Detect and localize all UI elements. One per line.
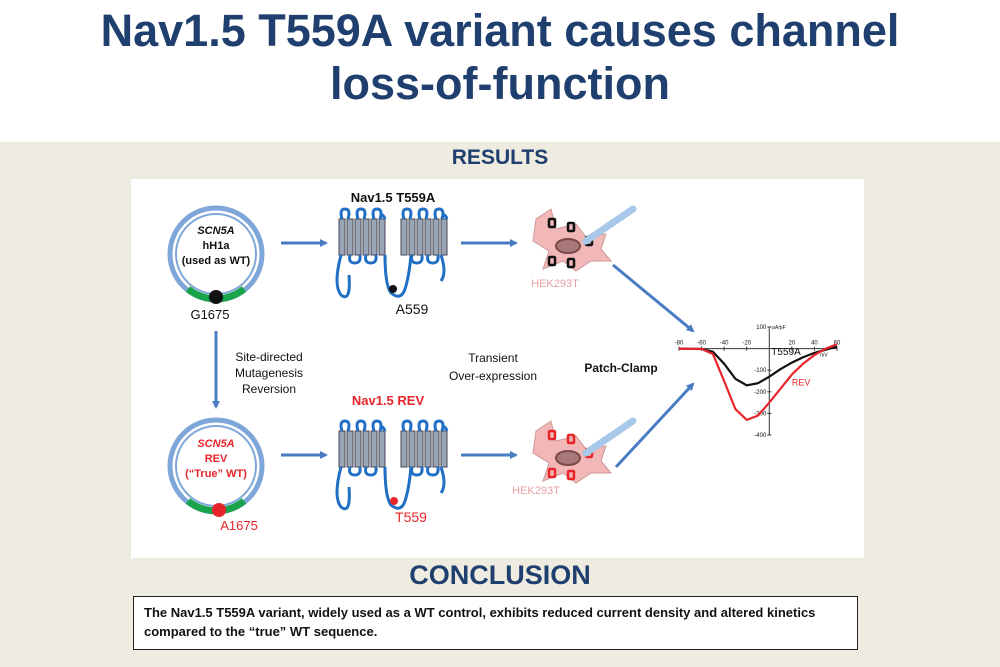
iv-y-tick-label: -400 (754, 433, 767, 439)
arrow-cell-top-to-plot (612, 263, 695, 333)
conclusion-box: The Nav1.5 T559A variant, widely used as… (133, 596, 858, 650)
iv-y-tick-label: 100 (756, 325, 767, 331)
plasmid-bottom-site-dot (212, 503, 226, 517)
title-line-1: Nav1.5 T559A variant causes channel (100, 5, 900, 56)
iv-y-tick-label: -200 (754, 390, 767, 396)
iv-series-t559a (678, 345, 838, 387)
conclusion-heading: CONCLUSION (409, 560, 591, 590)
iv-x-tick-label: -80 (675, 341, 684, 347)
cell-top-label: HEK293T (531, 278, 579, 290)
pipette-top (582, 205, 637, 245)
plasmid-top-gene: SCN5A (197, 225, 234, 237)
iv-x-tick-label: 60 (834, 341, 841, 347)
iv-x-tick-label: -40 (720, 341, 729, 347)
cell-bottom-nucleus (555, 450, 581, 466)
results-heading: RESULTS (451, 146, 549, 169)
channel-top-site: A559 (396, 301, 429, 317)
cell-bottom: HEK293T (512, 417, 637, 497)
patch-clamp-label: Patch-Clamp (584, 361, 657, 375)
channel-top-label: Nav1.5 T559A (351, 190, 436, 205)
iv-x-tick-label: -60 (697, 341, 706, 347)
iv-legend-t559a: T559A (771, 347, 801, 358)
plasmid-bottom: SCN5A REV (“True” WT) A1675 (167, 417, 265, 533)
channel-top: Nav1.5 T559A A559 (335, 190, 449, 317)
conclusion-text: The Nav1.5 T559A variant, widely used as… (144, 605, 816, 639)
plasmid-top-line3: (used as WT) (182, 255, 251, 267)
plasmid-bottom-line2: REV (205, 453, 228, 465)
iv-y-tick-label: -100 (754, 368, 767, 374)
cell-top: HEK293T (531, 205, 637, 290)
cell-top-nucleus (555, 238, 581, 254)
expression-line2: Over-expression (449, 369, 537, 383)
workflow-diagram: SCN5A hH1a (used as WT) G1675 SCN5A REV … (167, 190, 841, 533)
iv-plot: -80 -60 -40 -20 20 40 60 100 -100 -200 -300 -400 pA/… (675, 325, 841, 439)
channel-bottom-label: Nav1.5 REV (352, 393, 425, 408)
plasmid-top: SCN5A hH1a (used as WT) G1675 (167, 205, 265, 322)
mutagenesis-line1: Site-directed (235, 350, 302, 364)
channel-top-site-dot (389, 285, 397, 293)
title-line-2: loss-of-function (330, 58, 670, 109)
plasmid-bottom-gene: SCN5A (197, 438, 234, 450)
plasmid-bottom-site: A1675 (220, 518, 258, 533)
channel-bottom: Nav1.5 REV T559 (335, 393, 449, 525)
iv-x-axis-label: mV (820, 353, 828, 359)
plasmid-top-site: G1675 (190, 307, 229, 322)
mutagenesis-line3: Reversion (242, 382, 296, 396)
iv-y-axis-label: pA/pF (772, 325, 785, 331)
channel-bottom-site: T559 (395, 509, 427, 525)
iv-series-rev (678, 343, 838, 422)
plasmid-top-line2: hH1a (203, 240, 231, 252)
mutagenesis-line2: Mutagenesis (235, 366, 303, 380)
iv-x-tick-label: 20 (789, 341, 796, 347)
iv-x-tick-label: -20 (742, 341, 751, 347)
expression-line1: Transient (468, 351, 518, 365)
iv-x-tick-label: 40 (811, 341, 818, 347)
iv-y-tick-label: -300 (754, 411, 767, 417)
iv-legend-rev: REV (792, 377, 811, 387)
plasmid-bottom-line3: (“True” WT) (185, 468, 247, 480)
cell-bottom-label: HEK293T (512, 485, 560, 497)
diagram-panel: SCN5A hH1a (used as WT) G1675 SCN5A REV … (131, 179, 864, 558)
pipette-bottom (582, 417, 637, 457)
page-title: Nav1.5 T559A variant causes channel loss… (0, 4, 1000, 110)
arrow-cell-bottom-to-plot (614, 382, 695, 469)
channel-bottom-site-dot (390, 497, 398, 505)
plasmid-top-site-dot (209, 290, 223, 304)
